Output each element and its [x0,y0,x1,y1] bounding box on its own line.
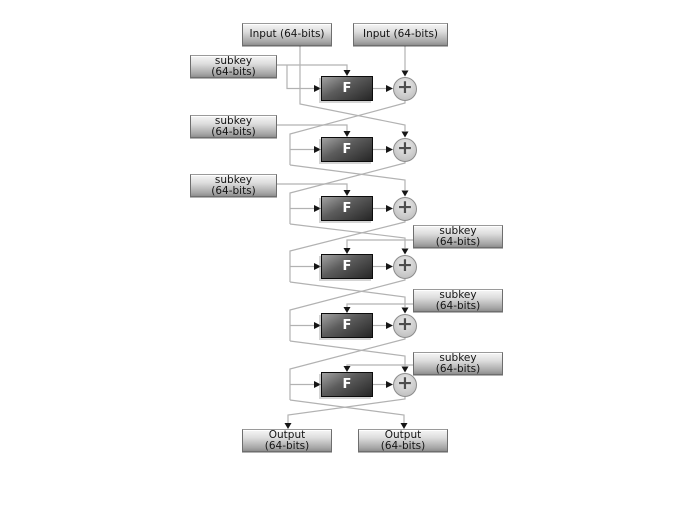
f-label: F [342,318,352,333]
wire-subkey4-to-f4 [346,239,413,248]
output-right-box: Output (64-bits) [358,429,448,452]
subkey-box-round-3: subkey (64-bits) [190,174,277,197]
xor-node-round-4: + [393,254,417,279]
subkey-box-round-5: subkey (64-bits) [413,289,503,312]
arrow-down-icon [401,307,409,314]
subkey-label-line1: subkey [439,351,477,364]
wire-left5-cross-to-xor6 [289,340,406,366]
xor-plus-icon: + [397,372,413,394]
subkey-label-line1: subkey [439,288,477,301]
arrow-down-icon [401,70,409,77]
arrow-down-icon [401,131,409,138]
arrow-right-icon [386,322,393,329]
arrow-down-icon [401,190,409,197]
wire-left6-cross-to-output-right [289,399,405,423]
xor-plus-icon: + [397,76,413,98]
arrow-right-icon [386,381,393,388]
wire-subkey6-to-f6 [346,364,413,366]
f-function-box-round-1: F [321,76,373,101]
arrow-down-icon [343,131,351,137]
arrow-down-icon [343,307,351,313]
f-label: F [342,81,352,96]
wire-left1-into-f1 [286,65,314,90]
f-function-box-round-5: F [321,313,373,338]
f-label: F [342,201,352,216]
wire-xor6-cross-to-output-left [287,396,406,423]
subkey-label-line2: (64-bits) [435,235,481,248]
arrow-right-icon [314,205,321,212]
xor-plus-icon: + [397,137,413,159]
arrow-right-icon [386,146,393,153]
output-left-box: Output (64-bits) [242,429,332,452]
arrow-down-icon [400,423,408,429]
subkey-label-line2: (64-bits) [211,184,256,197]
xor-node-round-6: + [393,372,417,397]
f-label: F [342,142,352,157]
subkey-label-line1: subkey [214,173,253,186]
arrow-right-icon [314,381,321,388]
wire-subkey2-to-f2 [277,124,348,131]
output-label-line1: Output [384,428,422,441]
subkey-box-round-4: subkey (64-bits) [413,225,503,248]
input-left-box: Input (64-bits) [242,23,332,46]
f-label: F [342,259,352,274]
arrow-right-icon [314,322,321,329]
f-function-box-round-3: F [321,196,373,221]
f-function-box-round-4: F [321,254,373,279]
data-wires [287,46,406,423]
arrow-down-icon [343,366,351,372]
arrow-down-icon [343,70,351,76]
wire-subkey3-to-f3 [277,183,348,190]
input-left-label: Input (64-bits) [249,28,325,40]
f-label: F [342,377,352,392]
xor-plus-icon: + [397,313,413,335]
arrowheads [284,70,409,429]
xor-node-round-2: + [393,137,417,162]
subkey-label-line1: subkey [439,224,477,237]
subkey-label-line1: subkey [214,114,253,127]
wire-subkey1-to-f1 [277,64,348,70]
wire-input-left-cross-to-xor2 [299,46,406,131]
arrow-down-icon [401,366,409,373]
f-function-box-round-2: F [321,137,373,162]
input-right-label: Input (64-bits) [362,28,439,40]
arrow-down-icon [343,190,351,196]
input-right-box: Input (64-bits) [353,23,448,46]
subkey-box-round-2: subkey (64-bits) [190,115,277,138]
subkey-box-round-6: subkey (64-bits) [413,352,503,375]
wire-subkey5-to-f5 [346,303,413,307]
subkey-label-line2: (64-bits) [211,65,256,78]
output-label-line2: (64-bits) [264,439,310,452]
arrow-down-icon [284,423,292,429]
xor-node-round-3: + [393,196,417,221]
xor-plus-icon: + [397,254,413,276]
arrow-right-icon [314,85,321,92]
wire-left3-cross-to-xor4 [289,223,406,248]
arrow-right-icon [386,85,393,92]
output-label-line1: Output [268,428,306,441]
f-function-box-round-6: F [321,372,373,397]
arrow-down-icon [343,248,351,254]
xor-node-round-5: + [393,313,417,338]
xor-node-round-1: + [393,76,417,101]
subkey-label-line2: (64-bits) [211,125,256,138]
arrow-down-icon [401,248,409,255]
subkey-label-line2: (64-bits) [435,299,481,312]
subkey-label-line2: (64-bits) [435,362,481,375]
subkey-wires [277,64,413,366]
arrow-right-icon [314,263,321,270]
arrow-right-icon [386,205,393,212]
subkey-label-line1: subkey [214,54,253,67]
f-stub-wires [286,65,386,386]
subkey-box-round-1: subkey (64-bits) [190,55,277,78]
arrow-right-icon [386,263,393,270]
output-label-line2: (64-bits) [380,439,426,452]
xor-plus-icon: + [397,196,413,218]
wire-left2-cross-to-xor3 [289,164,406,190]
arrow-right-icon [314,146,321,153]
